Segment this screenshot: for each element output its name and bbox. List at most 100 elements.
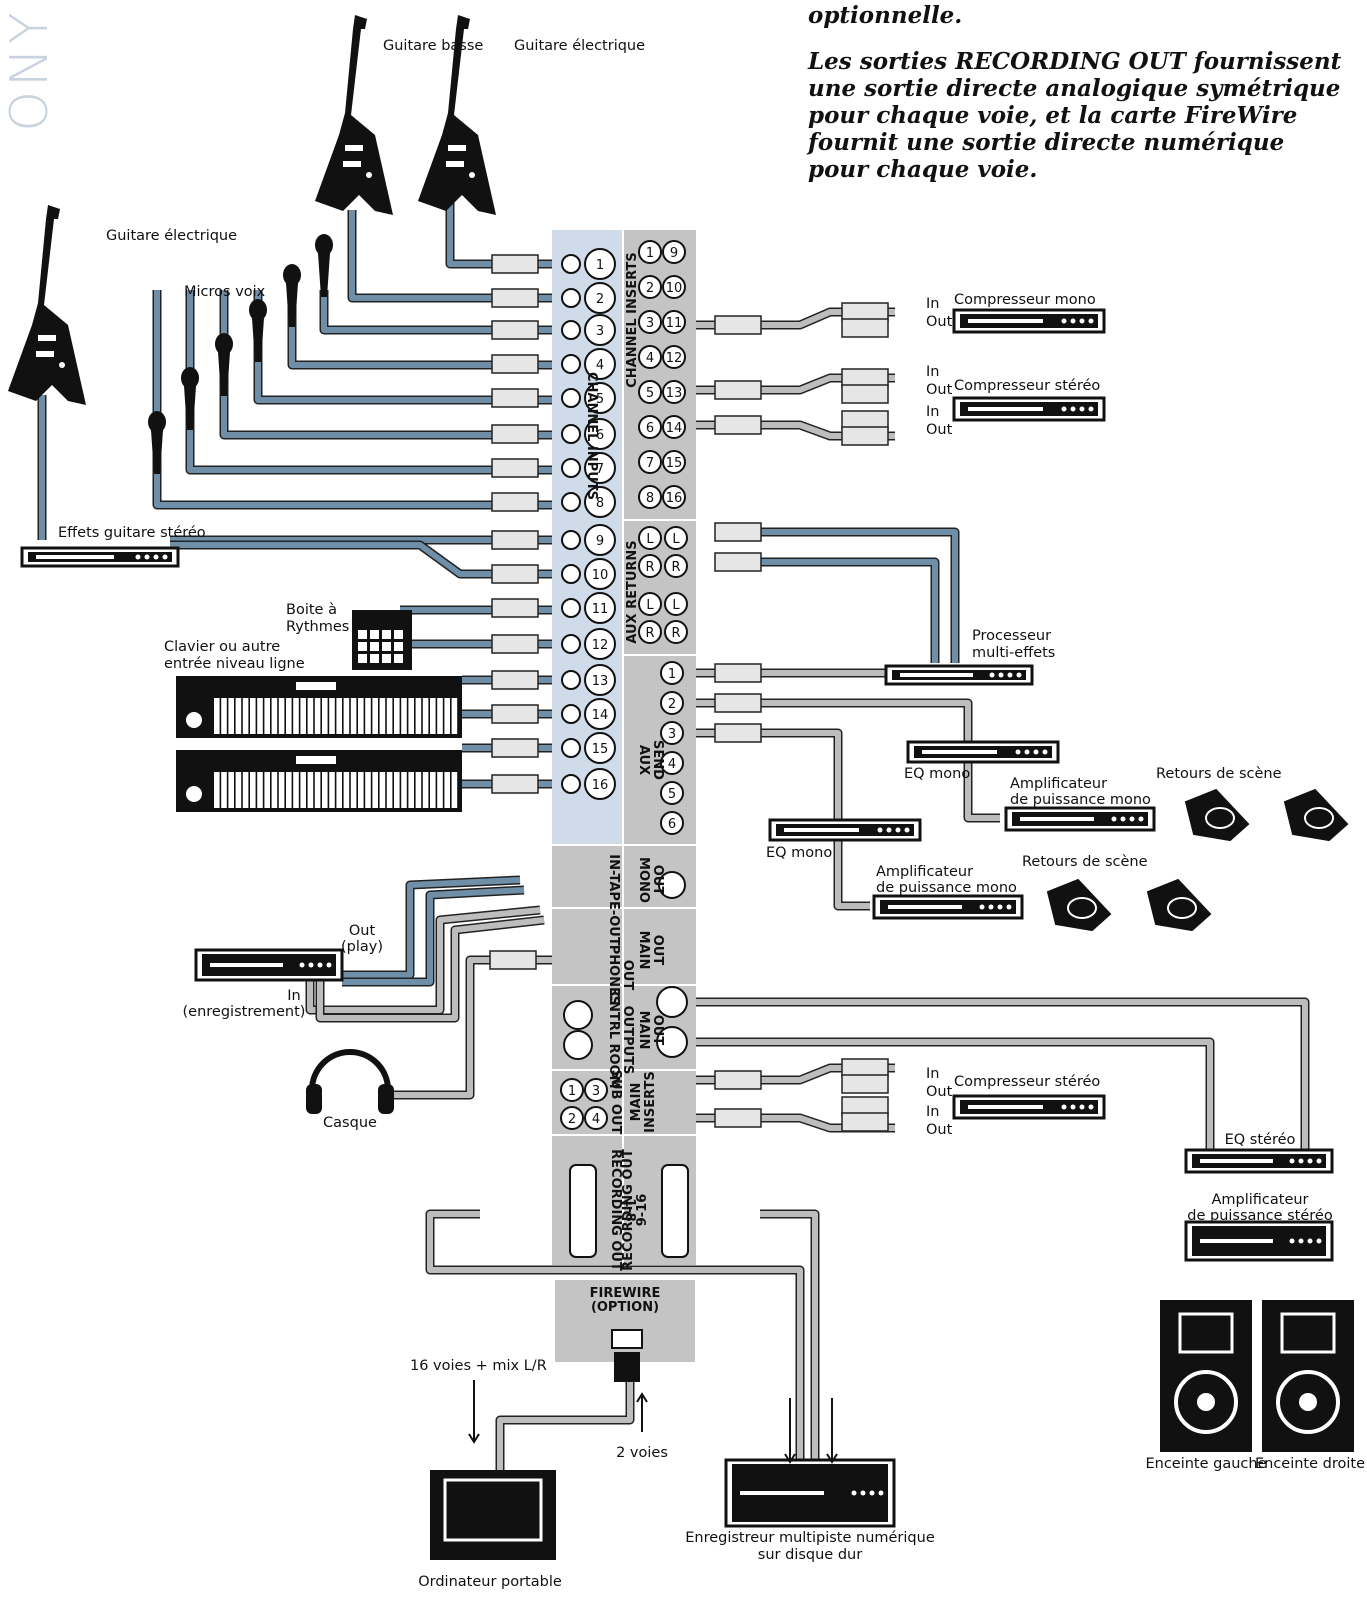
sub-out-jack-3 xyxy=(584,1078,608,1102)
label-stereo-amp: Amplificateur xyxy=(1211,1192,1308,1208)
insert-plug xyxy=(714,315,762,335)
drum-pad xyxy=(358,654,367,663)
microphone-icon xyxy=(181,367,199,430)
label-2-channels: 2 voies xyxy=(616,1445,668,1461)
drum-pad xyxy=(394,642,403,651)
mono-power-amp-unit xyxy=(1004,806,1156,832)
cable-firewire-core xyxy=(497,1380,633,1470)
db25-recording-9-16 xyxy=(661,1164,689,1258)
keyboard-1 xyxy=(176,676,462,738)
insert-jack-3 xyxy=(638,310,662,334)
flow-arrow-head xyxy=(784,1453,796,1464)
input-number-9: 9 xyxy=(596,534,604,549)
aux-return-letter: R xyxy=(671,560,680,575)
label-stereo-compressor: Compresseur stéréo xyxy=(954,378,1100,394)
aux-return-letter: L xyxy=(672,532,680,547)
xlr-input-15 xyxy=(584,732,616,764)
sub-out-jack-1 xyxy=(560,1078,584,1102)
line-input-12 xyxy=(561,634,581,654)
panel-label-recording-out-9-16: RECORDING OUT xyxy=(621,1149,636,1271)
panel-label-control-room: CNTRL ROOM xyxy=(606,991,621,1088)
panel-label-aux-send: AUX xyxy=(636,745,651,775)
bass-guitar-icon xyxy=(315,15,393,215)
control-room-jack xyxy=(563,1030,593,1060)
label-laptop: Ordinateur portable xyxy=(418,1574,562,1590)
insert-number-10: 10 xyxy=(666,281,683,296)
line-input-6 xyxy=(561,424,581,444)
control-room-jack xyxy=(563,1000,593,1030)
label-drum-machine: Rythmes xyxy=(286,619,349,635)
insert-number-14: 14 xyxy=(666,421,683,436)
line-input-2 xyxy=(561,288,581,308)
label-multitrack-recorder: Enregistreur multipiste numérique xyxy=(685,1530,935,1546)
eq-stereo-unit xyxy=(1184,1148,1334,1174)
insert-jack-8 xyxy=(638,485,662,509)
stereo-compressor-unit xyxy=(952,396,1106,422)
label-in-record: (enregistrement) xyxy=(183,1004,306,1020)
laptop-icon xyxy=(430,1470,556,1560)
label-io-in: In xyxy=(926,1104,939,1120)
cable-fx-ret-l xyxy=(720,527,960,663)
insert-jack-5 xyxy=(638,380,662,404)
xlr-input-5 xyxy=(584,382,616,414)
panel-label-phones-out: OUT xyxy=(620,960,635,991)
cable-tape-in-r-core xyxy=(342,887,525,985)
cable-firewire xyxy=(495,1380,635,1470)
guitar-fx-unit xyxy=(20,546,180,568)
speaker-left-icon xyxy=(1160,1300,1252,1452)
sub-out-number-2: 2 xyxy=(568,1112,576,1127)
cable-fx-ret-l-core xyxy=(720,529,958,663)
insert-plug xyxy=(841,318,889,338)
insert-jack-13 xyxy=(662,380,686,404)
cable-guitar-core xyxy=(447,195,560,267)
insert-plug xyxy=(841,384,889,404)
panel-label-recording-out-1-8: RECORDING OUT xyxy=(608,1149,623,1271)
headphones-icon xyxy=(306,1049,394,1114)
line-input-1 xyxy=(561,254,581,274)
label-io-in: In xyxy=(926,404,939,420)
multitrack-recorder-unit xyxy=(724,1458,896,1528)
input-number-11: 11 xyxy=(592,602,609,617)
input-number-10: 10 xyxy=(592,568,609,583)
mono-power-amp-unit xyxy=(872,894,1024,920)
insert-jack-6 xyxy=(638,415,662,439)
panel-label-channel-inputs: CHANNEL INPUTS xyxy=(584,372,599,500)
input-plug-3 xyxy=(491,320,539,340)
insert-number-11: 11 xyxy=(666,316,683,331)
label-drum-machine: Boite à xyxy=(286,602,337,618)
insert-plug xyxy=(841,1112,889,1132)
label-io-in: In xyxy=(926,364,939,380)
label-electric-guitar: Guitare électrique xyxy=(514,38,645,54)
aux-return-letter: L xyxy=(646,532,654,547)
xlr-input-9 xyxy=(584,524,616,556)
flow-arrow-head xyxy=(636,1392,648,1403)
speaker-right-icon xyxy=(1262,1300,1354,1452)
label-right-speaker: Enceinte droite xyxy=(1255,1456,1365,1472)
label-stereo-compressor: Compresseur stéréo xyxy=(954,1074,1100,1090)
note-line: optionnelle. xyxy=(808,2,963,29)
line-input-7 xyxy=(561,458,581,478)
line-input-11 xyxy=(561,598,581,618)
panel-label-channel-inserts: CHANNEL INSERTS xyxy=(625,252,640,388)
input-plug-6 xyxy=(491,424,539,444)
panel-label-phones-out: PHONES xyxy=(606,945,621,1006)
label-mono-amp: de puissance mono xyxy=(1010,792,1151,808)
keyboard-2 xyxy=(176,750,462,812)
aux-return-jack xyxy=(638,526,662,550)
aux-send-1 xyxy=(660,661,684,685)
panel-label-main-inserts: MAIN xyxy=(629,1083,644,1122)
label-keyboard: entrée niveau ligne xyxy=(164,656,305,672)
panel-label-firewire: FIREWIRE xyxy=(590,1286,661,1301)
label-vocal-mics: Micros voix xyxy=(184,284,266,300)
microphone-icon xyxy=(283,264,301,327)
label-stage-monitors: Retours de scène xyxy=(1022,854,1148,870)
insert-jack-1 xyxy=(638,240,662,264)
insert-jack-9 xyxy=(662,240,686,264)
label-bass-guitar: Guitare basse xyxy=(383,38,483,54)
aux-send-6 xyxy=(660,811,684,835)
eq-mono-unit xyxy=(768,818,922,842)
label-left-speaker: Enceinte gauche xyxy=(1145,1456,1266,1472)
aux-return-letter: R xyxy=(645,626,654,641)
